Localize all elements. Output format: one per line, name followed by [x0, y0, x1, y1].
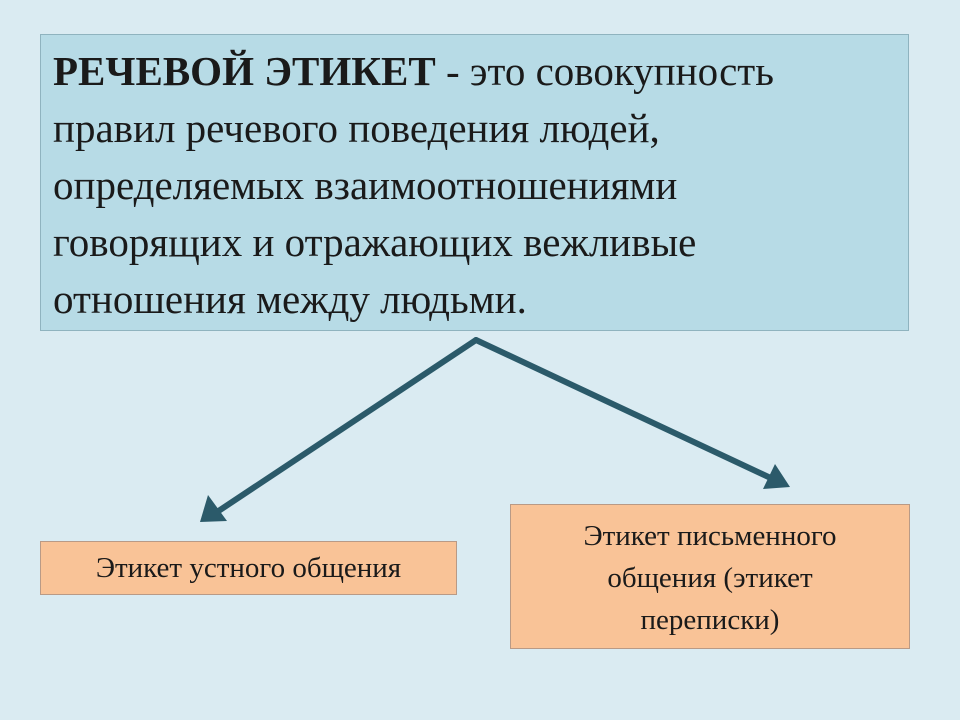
definition-text-1: это совокупность — [469, 48, 774, 94]
written-etiquette-line-3: переписки) — [640, 604, 780, 636]
written-etiquette-box: Этикет письменного общения (этикет переп… — [510, 504, 910, 649]
oral-etiquette-box: Этикет устного общения — [40, 541, 457, 595]
written-etiquette-line-1: Этикет письменного — [583, 520, 837, 552]
definition-box: РЕЧЕВОЙ ЭТИКЕТ - это совокупность правил… — [40, 34, 909, 331]
left-arrow — [200, 337, 479, 522]
definition-dash: - — [435, 48, 470, 94]
right-arrow — [473, 337, 790, 489]
definition-line-1: РЕЧЕВОЙ ЭТИКЕТ - это совокупность — [53, 43, 896, 100]
definition-line-5: отношения между людьми. — [53, 276, 527, 322]
definition-line-2: правил речевого поведения людей, — [53, 105, 660, 151]
definition-line-4: говорящих и отражающих вежливые — [53, 219, 697, 265]
definition-line-3: определяемых взаимоотношениями — [53, 162, 678, 208]
written-etiquette-line-2: общения (этикет — [607, 562, 813, 594]
oral-etiquette-label: Этикет устного общения — [95, 551, 402, 584]
definition-term: РЕЧЕВОЙ ЭТИКЕТ — [53, 48, 436, 94]
